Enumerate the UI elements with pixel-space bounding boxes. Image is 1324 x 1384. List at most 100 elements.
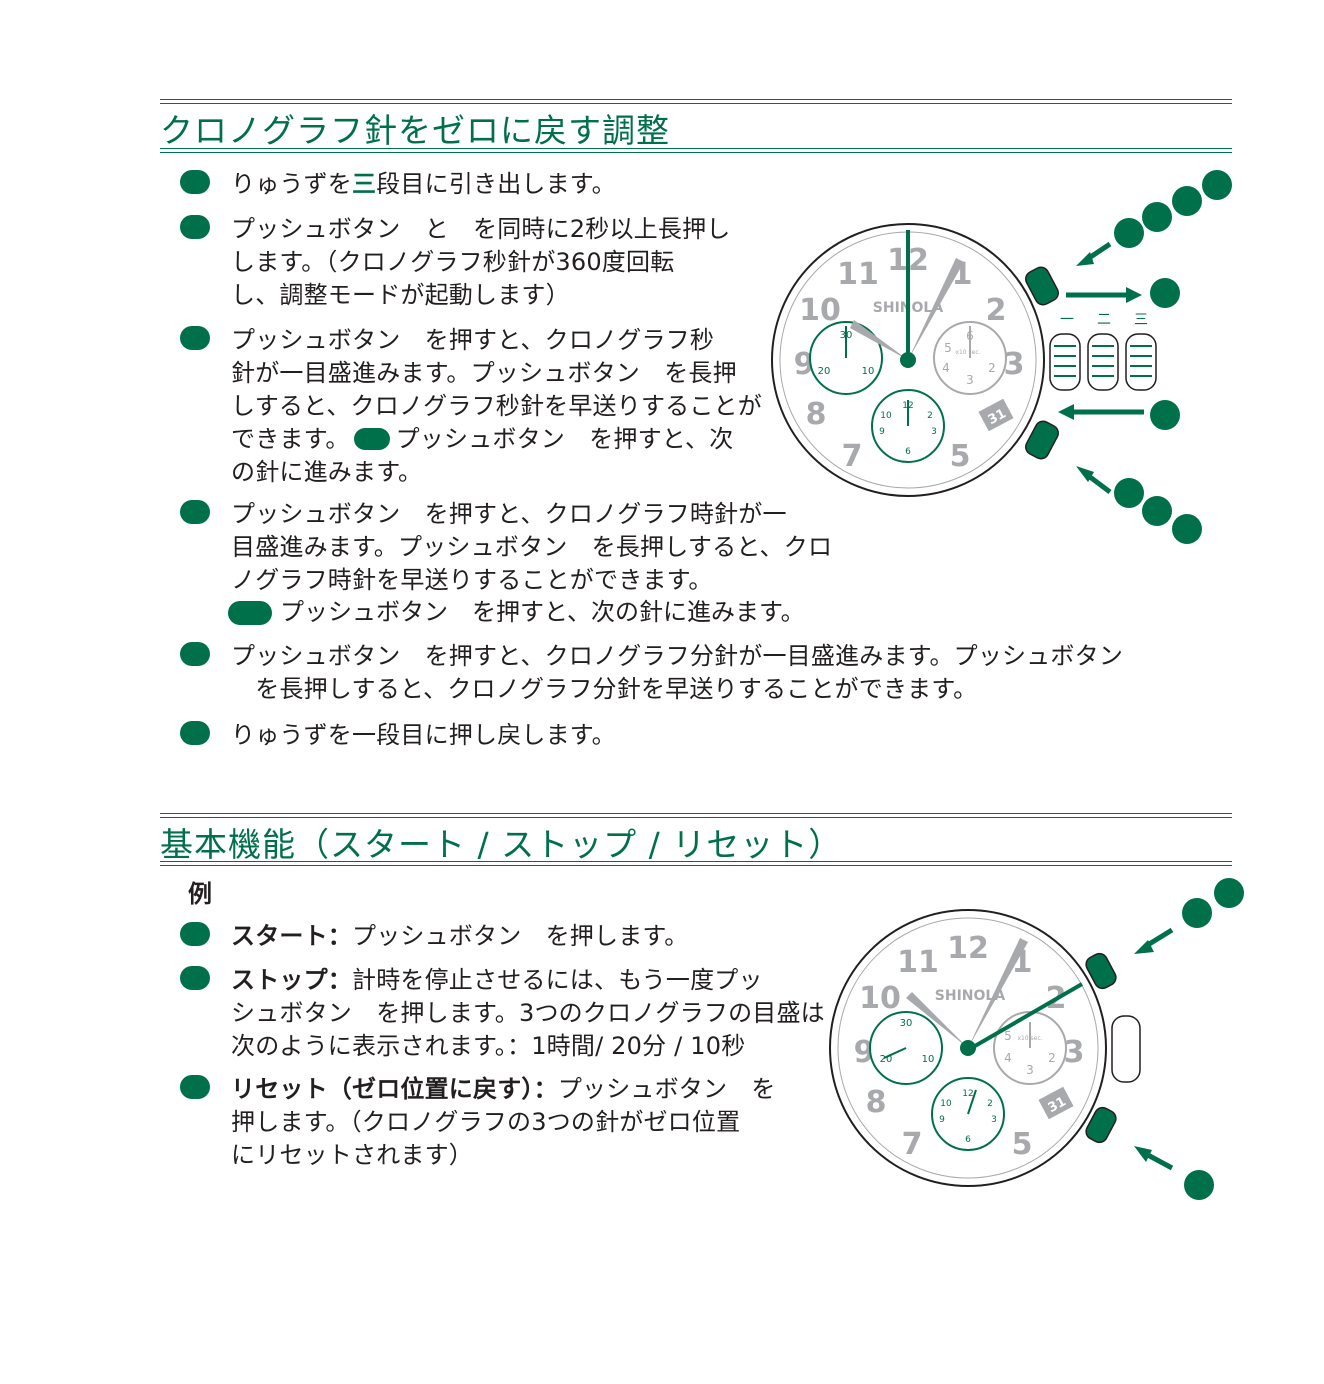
reset-step: リセット（ゼロ位置に戻す）：プッシュボタン を 押します。（クロノグラフの3つの… bbox=[180, 1073, 776, 1172]
svg-text:10: 10 bbox=[940, 1099, 952, 1109]
step-badge bbox=[180, 966, 210, 990]
svg-text:9: 9 bbox=[854, 1035, 875, 1070]
svg-text:11: 11 bbox=[837, 257, 879, 292]
subdial-bottom: 12 2 3 6 9 10 bbox=[871, 389, 945, 463]
start-step: スタート：プッシュボタン を押します。 bbox=[180, 920, 688, 953]
step-badge bbox=[180, 922, 210, 946]
pushers bbox=[1085, 952, 1117, 1144]
callout-badge bbox=[1184, 1170, 1214, 1200]
svg-text:8: 8 bbox=[866, 1085, 887, 1120]
svg-text:11: 11 bbox=[897, 945, 939, 980]
callout-badge bbox=[1214, 878, 1244, 908]
callout-badge bbox=[1182, 898, 1212, 928]
main-hands bbox=[906, 938, 1084, 1056]
svg-text:7: 7 bbox=[902, 1127, 923, 1162]
stop-step: ストップ：計時を停止させるには、もう一度プッ シュボタン を押します。3つのクロ… bbox=[180, 964, 825, 1063]
step-6: りゅうずを一段目に押し戻します。 bbox=[180, 719, 616, 752]
svg-text:20: 20 bbox=[818, 366, 831, 377]
callout-badge bbox=[1172, 514, 1202, 544]
callout-arrows bbox=[1058, 241, 1144, 494]
step-5: プッシュボタン を押すと、クロノグラフ分針が一目盛進みます。プッシュボタン を長… bbox=[180, 640, 1123, 706]
svg-text:5: 5 bbox=[1004, 1029, 1012, 1043]
step-badge bbox=[180, 500, 210, 524]
svg-text:9: 9 bbox=[879, 427, 885, 437]
crown bbox=[1111, 1015, 1141, 1083]
svg-text:10: 10 bbox=[862, 366, 875, 377]
step-badge bbox=[353, 428, 390, 450]
step-1: りゅうずを三段目に引き出します。 bbox=[180, 168, 616, 201]
subdial-left: 30 20 10 bbox=[809, 321, 883, 395]
main-hands bbox=[850, 230, 964, 368]
svg-text:4: 4 bbox=[1004, 1051, 1012, 1065]
subdial-bottom: 12 2 3 6 9 10 bbox=[931, 1077, 1005, 1151]
svg-text:2: 2 bbox=[986, 293, 1007, 328]
svg-text:10: 10 bbox=[859, 981, 901, 1016]
step-badge bbox=[180, 326, 210, 350]
watch-illustration-2: 12 1 2 3 5 7 8 9 10 11 SHINOLA 30 20 10 … bbox=[829, 878, 1244, 1200]
svg-text:5: 5 bbox=[1012, 1127, 1033, 1162]
step-3: プッシュボタン を押すと、クロノグラフ秒 針が一目盛進みます。プッシュボタン を… bbox=[180, 324, 762, 489]
callout-badges bbox=[1182, 878, 1244, 1200]
example-label: 例 bbox=[188, 880, 212, 908]
svg-text:x10 sec.: x10 sec. bbox=[955, 349, 980, 356]
crown-position-label: 一 bbox=[1060, 312, 1074, 328]
watch-illustration-1: 一 二 三 12 1 2 3 5 7 8 9 10 11 SHINOLA 30 … bbox=[771, 170, 1232, 544]
svg-text:2: 2 bbox=[988, 361, 996, 375]
svg-text:2: 2 bbox=[987, 1099, 993, 1109]
step-badge bbox=[180, 721, 210, 745]
svg-text:30: 30 bbox=[900, 1018, 913, 1029]
step-2: プッシュボタン と を同時に2秒以上長押し します。（クロノグラフ秒針が360度… bbox=[180, 213, 730, 312]
svg-text:3: 3 bbox=[991, 1115, 997, 1125]
svg-text:6: 6 bbox=[905, 447, 911, 457]
pushers bbox=[1025, 266, 1059, 460]
svg-text:5: 5 bbox=[944, 341, 952, 355]
svg-text:3: 3 bbox=[1064, 1035, 1085, 1070]
svg-text:6: 6 bbox=[965, 1135, 971, 1145]
svg-text:10: 10 bbox=[922, 1054, 935, 1065]
svg-text:8: 8 bbox=[806, 397, 827, 432]
callout-badge bbox=[1202, 170, 1232, 200]
svg-text:3: 3 bbox=[1026, 1063, 1034, 1077]
svg-text:2: 2 bbox=[927, 411, 933, 421]
svg-text:2: 2 bbox=[1048, 1051, 1056, 1065]
callout-badges-top bbox=[1114, 170, 1232, 544]
svg-text:4: 4 bbox=[942, 361, 950, 375]
svg-text:9: 9 bbox=[939, 1115, 945, 1125]
callout-badge bbox=[1150, 278, 1180, 308]
svg-text:5: 5 bbox=[950, 439, 971, 474]
step-badge bbox=[180, 215, 210, 239]
svg-text:20: 20 bbox=[880, 1054, 893, 1065]
callout-badge bbox=[1142, 496, 1172, 526]
callout-arrows bbox=[1134, 927, 1174, 1171]
svg-text:10: 10 bbox=[799, 293, 841, 328]
step-4: プッシュボタン を押すと、クロノグラフ時針が一 目盛進みます。プッシュボタン を… bbox=[180, 498, 832, 597]
crown-position-label: 三 bbox=[1134, 312, 1148, 328]
crowns bbox=[1049, 333, 1157, 391]
callout-badge bbox=[1172, 186, 1202, 216]
svg-text:10: 10 bbox=[880, 411, 892, 421]
subdial-right: 6 5 4 3 2 x10 sec. bbox=[933, 321, 1007, 395]
callout-badge bbox=[1150, 400, 1180, 430]
svg-text:3: 3 bbox=[1004, 347, 1025, 382]
brand-logo: SHINOLA bbox=[935, 988, 1006, 1004]
svg-text:3: 3 bbox=[931, 427, 937, 437]
step-badge bbox=[180, 642, 210, 666]
step-4-sub: プッシュボタン を押すと、次の針に進みます。 bbox=[228, 596, 805, 629]
date-window: 31 bbox=[978, 398, 1014, 432]
step-badge bbox=[228, 600, 272, 625]
step-badge bbox=[180, 170, 210, 194]
callout-badge bbox=[1114, 218, 1144, 248]
crown-positions: 一 二 三 bbox=[1060, 312, 1148, 328]
svg-text:12: 12 bbox=[947, 931, 989, 966]
section1-title: クロノグラフ針をゼロに戻す調整 bbox=[160, 111, 670, 150]
callout-badge bbox=[1114, 478, 1144, 508]
subdial-right: 5 4 3 2 x10 sec. bbox=[993, 1011, 1067, 1085]
callout-badge bbox=[1142, 202, 1172, 232]
step-badge bbox=[180, 1075, 210, 1099]
svg-text:3: 3 bbox=[966, 373, 974, 387]
crown-position-label: 二 bbox=[1097, 312, 1111, 328]
subdial-left: 30 20 10 bbox=[869, 1011, 943, 1085]
date-window: 31 bbox=[1038, 1086, 1074, 1120]
section2-title: 基本機能（スタート / ストップ / リセット） bbox=[160, 825, 843, 864]
svg-text:7: 7 bbox=[842, 439, 863, 474]
